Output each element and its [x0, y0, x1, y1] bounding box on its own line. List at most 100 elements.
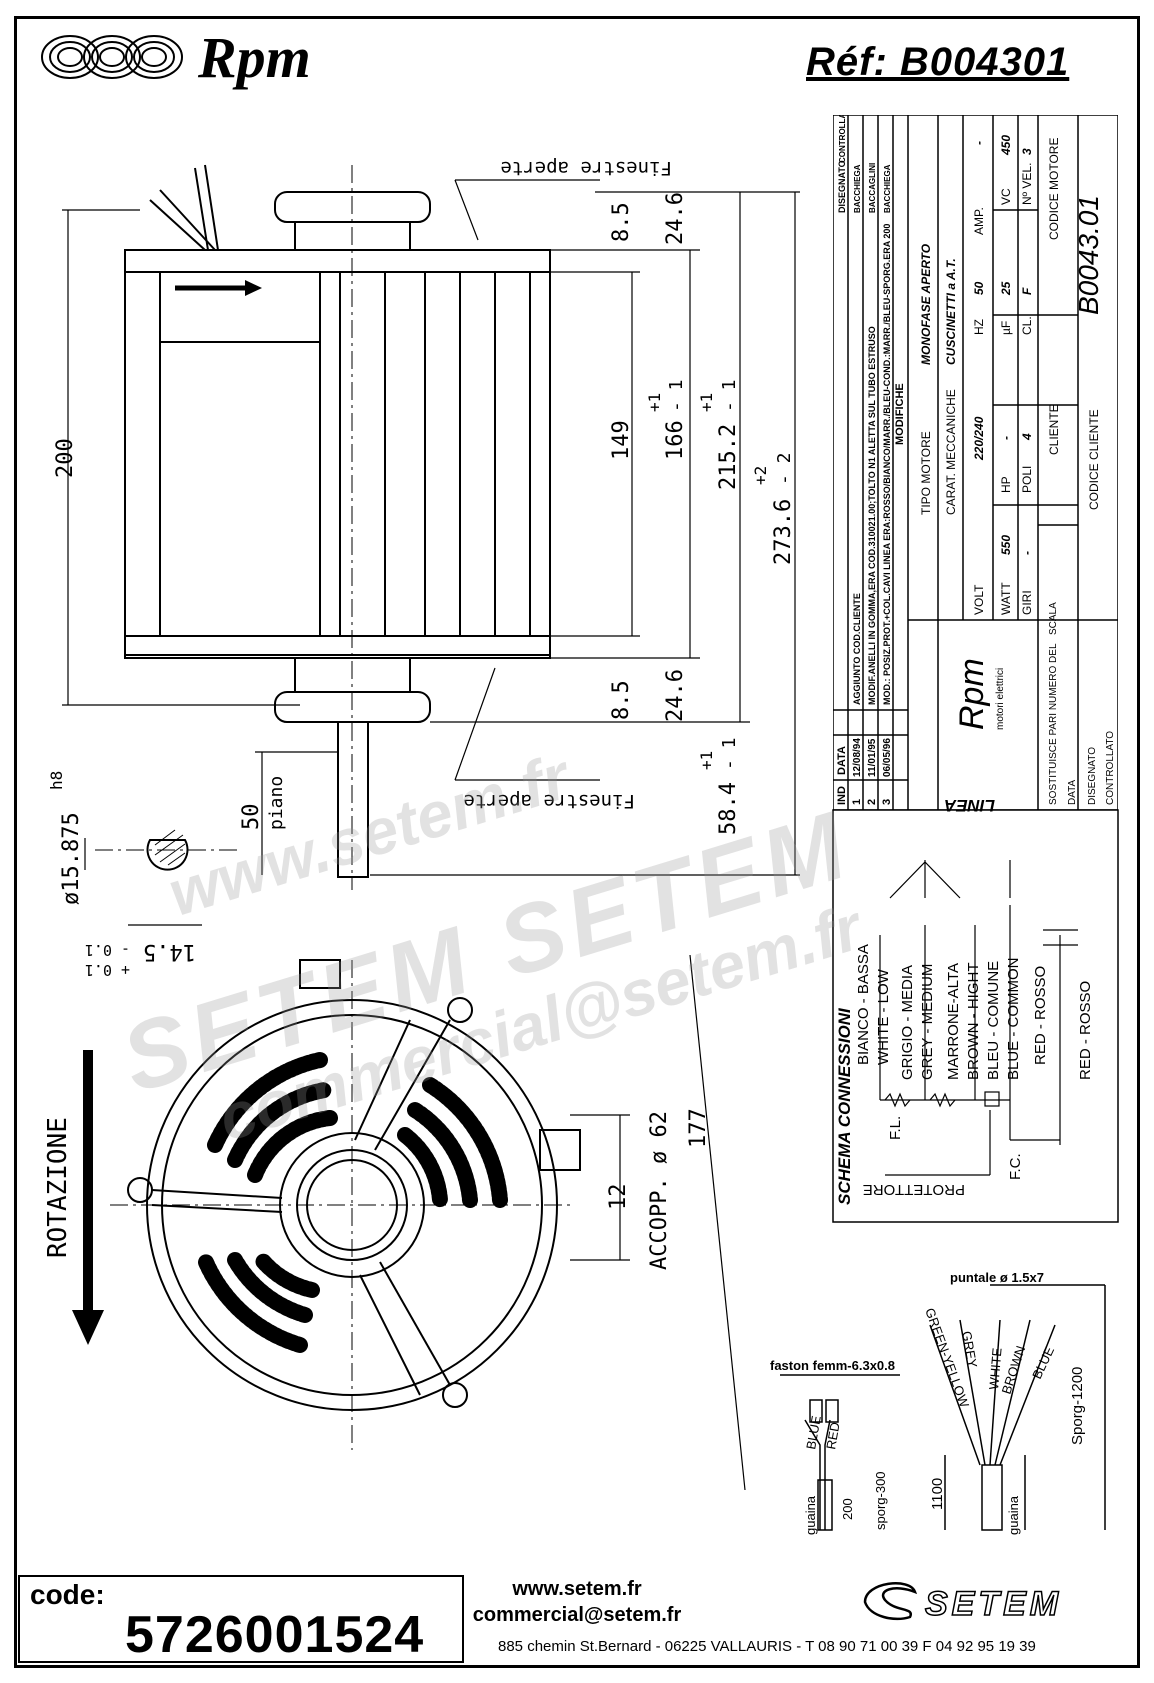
title-block-company-sub: motori elettrici	[995, 668, 1006, 730]
footer-website[interactable]: www.setem.fr	[512, 1578, 642, 1600]
label-hz: HZ	[972, 319, 986, 335]
dim-24-6-top: 24.6	[663, 192, 688, 245]
label-volt: VOLT	[972, 584, 986, 615]
wire-label: BLEU - COMUNE	[985, 961, 1002, 1080]
cable-wire-label: WHITE	[986, 1347, 1005, 1390]
dim-177: 177	[686, 1108, 711, 1148]
setem-logo: SETEM	[924, 1584, 1063, 1624]
dim-215-tol-plus: +1	[697, 393, 716, 412]
value-amp: -	[972, 141, 986, 145]
wire-label: RED - ROSSO	[1032, 966, 1049, 1065]
value-volt: 220/240	[972, 416, 986, 461]
dim-cable-sporg1200: Sporg-1200	[1069, 1367, 1086, 1445]
dim-215-tol-minus: - 1	[719, 379, 740, 412]
dim-58-4: 58.4	[716, 782, 741, 835]
motor-body-outline	[124, 249, 551, 656]
dim-8-5-bottom: 8.5	[609, 680, 634, 720]
label-carat: CARAT. MECCANICHE	[944, 389, 958, 515]
mod-ind: 1	[851, 799, 863, 805]
mods-header-modifiche: MODIFICHE	[894, 383, 906, 445]
mod-by: BACCHIEGA	[883, 164, 892, 213]
mod-by: BACCHIEGA	[853, 164, 862, 213]
label-tipo-motore: TIPO MOTORE	[919, 431, 933, 515]
mod-by: BACCAGLINI	[868, 163, 877, 213]
dim-24-6-bottom: 24.6	[663, 669, 688, 722]
wire-label: BROWN - HIGHT	[965, 963, 982, 1081]
footer-address: 885 chemin St.Bernard - 06225 VALLAURIS …	[498, 1638, 1036, 1655]
title-block: IND 1 2 3 DATA 12/08/94 11/01/95 06/05/9…	[833, 115, 1118, 810]
mods-header-ind: IND	[836, 786, 848, 805]
dim-piano: piano	[266, 776, 287, 830]
cable-wire-label: BLUE	[1029, 1344, 1057, 1381]
label-controllato: CONTROLLATO	[1105, 731, 1116, 805]
value-tipo-motore: MONOFASE APERTO	[919, 243, 933, 365]
wire-label: BIANCO - BASSA	[855, 944, 872, 1065]
wire-label: GRIGIO - MEDIA	[899, 965, 916, 1080]
motor-front-outline	[146, 999, 558, 1411]
dim-accopp: ACCOPP. ø 62	[647, 1111, 672, 1270]
value-watt: 550	[999, 535, 1013, 555]
label-guaina-left: guaina	[803, 1495, 818, 1535]
dim-273-tol-plus: +2	[751, 466, 770, 485]
wire-label: WHITE - LOW	[875, 968, 892, 1065]
mod-text: AGGIUNTO COD.CLIENTE	[852, 593, 862, 705]
label-disegnato: DISEGNATO	[1087, 747, 1098, 805]
label-uf: µF	[999, 321, 1013, 335]
product-code: 5726001524	[125, 1606, 425, 1664]
value-vc: 450	[999, 135, 1013, 156]
wire-label: GREY - MEDIUM	[919, 964, 936, 1080]
dim-shaft-diameter: ø15.875	[59, 812, 84, 905]
code-box: code: 5726001524	[18, 1575, 464, 1664]
label-scala: SCALA	[1048, 602, 1059, 635]
value-cl: F	[1020, 287, 1034, 295]
label-faston: faston femm-6.3x0.8	[770, 1358, 895, 1373]
dim-14-5: 14.5	[143, 939, 196, 964]
dim-273-tol-minus: - 2	[774, 452, 795, 485]
connections-protettore: PROTETTORE	[863, 1181, 965, 1198]
label-codice-motore: CODICE MOTORE	[1047, 138, 1061, 240]
rpm-logo-coils	[41, 35, 183, 79]
label-sostituisce: SOSTITUISCE PARI NUMERO DEL	[1048, 643, 1059, 805]
dim-8-5-top: 8.5	[609, 202, 634, 242]
label-nvel: Nº VEL.	[1020, 163, 1034, 205]
code-label: code:	[30, 1579, 105, 1610]
label-rotazione: ROTAZIONE	[43, 1117, 73, 1258]
label-giri: GIRI	[1020, 590, 1034, 615]
label-codice-cliente: CODICE CLIENTE	[1087, 409, 1101, 510]
dim-cable-sporg300: sporg-300	[873, 1471, 888, 1530]
label-vc: VC	[999, 188, 1013, 205]
value-hz: 50	[972, 281, 986, 295]
connections-fc: F.C.	[1007, 1153, 1024, 1180]
dim-58-tol-plus: +1	[697, 751, 716, 770]
connections-linea: LINEA	[944, 796, 995, 815]
footer-email[interactable]: commercial@setem.fr	[472, 1604, 682, 1626]
value-hp: -	[999, 436, 1013, 440]
value-giri: -	[1020, 551, 1034, 555]
label-watt: WATT	[999, 582, 1013, 615]
mod-ind: 2	[866, 799, 878, 805]
cable-wire-label: BLUE	[803, 1414, 824, 1450]
dim-166-tol-minus: - 1	[666, 379, 687, 412]
label-finestre-top: Finestre aperte	[500, 157, 672, 179]
connections-fl: F.L.	[887, 1116, 904, 1140]
mods-header-data: DATA	[836, 746, 848, 775]
dim-14-5-tol-minus: - 0.1	[85, 941, 130, 959]
label-amp: AMP.	[972, 207, 986, 235]
mod-ind: 3	[881, 799, 893, 805]
value-uf: 25	[999, 281, 1013, 296]
connections-title: SCHEMA CONNESSIONI	[835, 1007, 854, 1205]
label-cl: CL.	[1020, 316, 1034, 335]
label-data: DATA	[1067, 779, 1078, 805]
title-block-company: Rpm	[953, 658, 991, 730]
mods-header-disegnato: DISEGNATO	[837, 160, 847, 213]
reference-number: Réf: B004301	[806, 40, 1070, 84]
label-cliente: CLIENTE	[1047, 404, 1061, 455]
dim-273: 273.6	[771, 499, 796, 565]
mod-text: MOD.: POSIZ.PROT.+COL.CAVI LINEA ERA:ROS…	[882, 224, 892, 705]
mod-date: 06/05/96	[882, 738, 893, 777]
mod-date: 12/08/94	[852, 738, 863, 777]
dim-50: 50	[239, 804, 264, 831]
label-puntale: puntale ø 1.5x7	[950, 1270, 1044, 1285]
dim-215: 215.2	[716, 424, 741, 490]
label-poli: POLI	[1020, 466, 1034, 493]
